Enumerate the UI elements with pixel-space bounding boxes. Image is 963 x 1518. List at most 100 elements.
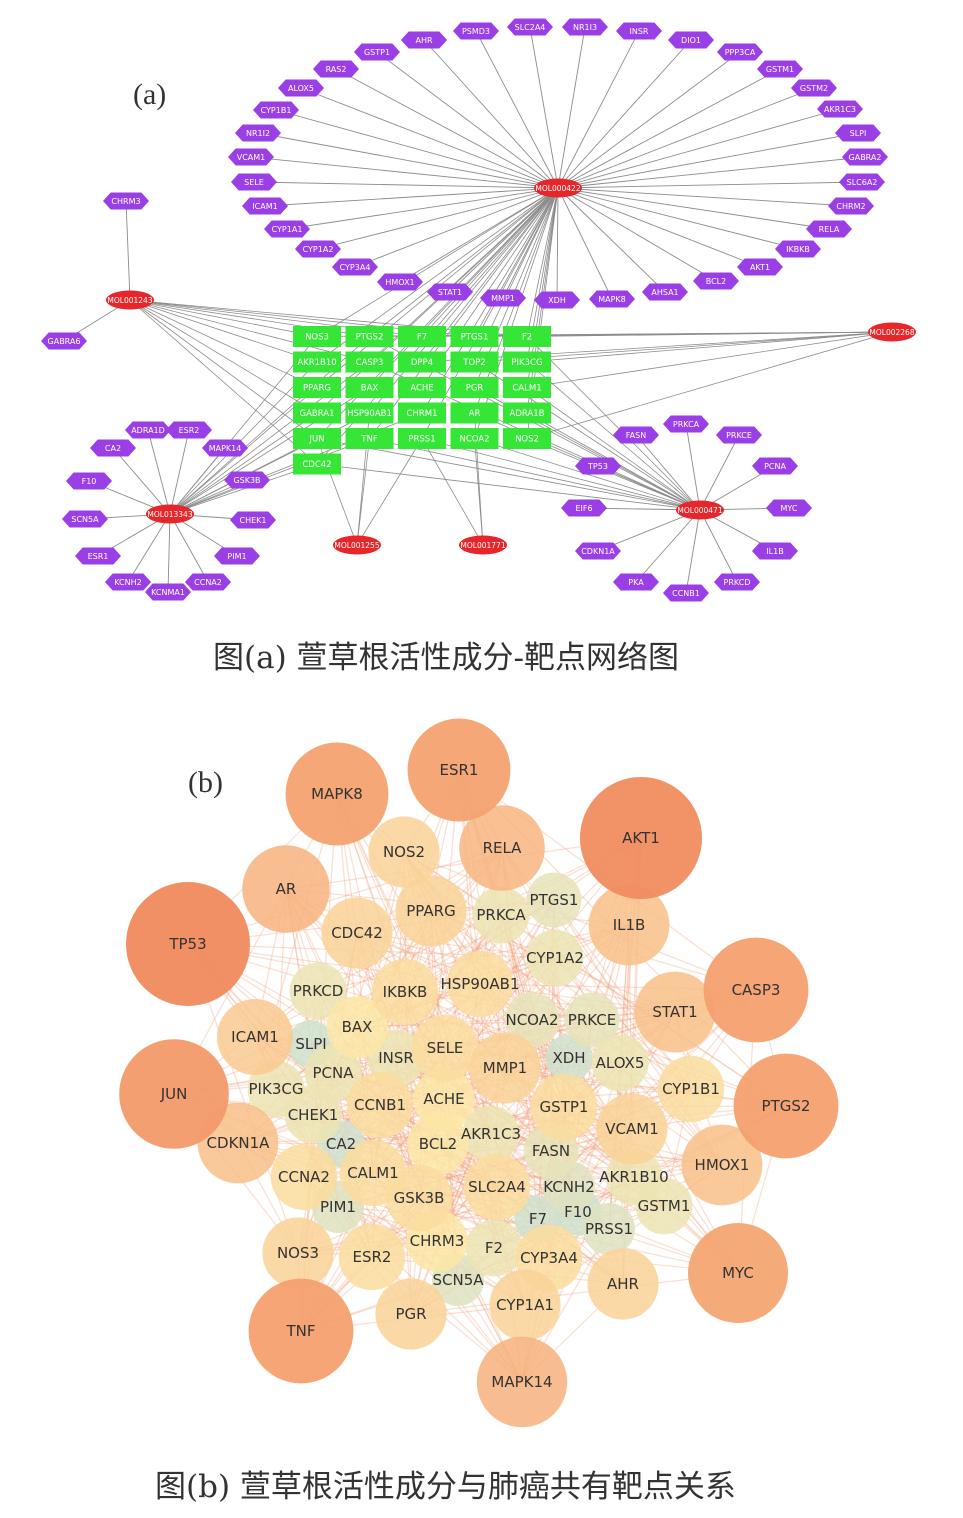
gene-node-nos3	[262, 1217, 334, 1289]
target-node-esr1: ESR1	[75, 547, 121, 565]
target-node-shape	[264, 220, 310, 238]
target-node-shape	[791, 79, 837, 97]
gene-node-circle	[703, 937, 809, 1043]
gene-node-label: PRSS1	[585, 1220, 633, 1238]
network-edge	[526, 187, 559, 337]
target-node-label: BCL2	[706, 277, 726, 286]
network-edge	[699, 509, 738, 583]
gene-node-rela	[459, 805, 545, 891]
network-edge	[317, 187, 559, 250]
panel-b-caption: 图(b) 萱草根活性成分与肺癌共有靶点关系	[155, 1469, 736, 1505]
target-node-gabra2: GABRA2	[842, 148, 888, 166]
gene-node-circle	[465, 1219, 523, 1277]
shared-target-dpp4: DPP4	[398, 351, 446, 373]
shared-target-f7: F7	[398, 326, 446, 347]
network-edge	[369, 438, 701, 511]
target-node-shape	[752, 457, 798, 475]
gene-node-bcl2	[407, 1113, 469, 1175]
shared-target-box	[450, 351, 499, 373]
target-node-mapk8: MAPK8	[589, 290, 635, 308]
gene-node-circle	[371, 958, 439, 1026]
target-node-shape	[668, 31, 714, 49]
gene-node-label: CA2	[326, 1135, 356, 1153]
target-node-shape	[103, 192, 149, 210]
gene-node-circle	[634, 971, 716, 1053]
network-edge	[557, 187, 799, 250]
target-node-pka: PKA	[613, 573, 659, 591]
shared-target-label: PRSS1	[408, 435, 435, 445]
panel-a-edges	[63, 26, 893, 594]
gene-node-label: PIK3CG	[249, 1080, 304, 1098]
target-node-fasn: FASN	[613, 426, 659, 444]
network-edge	[557, 187, 666, 293]
gene-node-circle	[284, 1086, 342, 1144]
network-edge	[169, 463, 318, 515]
target-node-label: ADRA1D	[131, 426, 165, 435]
gene-node-label: MMP1	[483, 1059, 527, 1077]
shared-target-label: PPARG	[303, 384, 331, 394]
gene-node-circle	[489, 1269, 561, 1341]
target-node-label: ESR1	[88, 552, 109, 561]
target-node-label: SLC6A2	[847, 178, 878, 187]
shared-target-box	[345, 351, 394, 373]
target-node-label: CHRM3	[111, 197, 140, 206]
target-node-mapk14: MAPK14	[202, 439, 248, 457]
shared-target-label: PGR	[466, 384, 484, 394]
gene-node-label: TNF	[285, 1322, 315, 1340]
target-node-ahsa1: AHSA1	[642, 283, 688, 301]
gene-node-label: KCNH2	[543, 1178, 595, 1196]
gene-node-label: CYP3A4	[520, 1249, 578, 1267]
network-edge	[526, 331, 893, 439]
target-node-shape	[377, 273, 423, 291]
target-node-cyp1a2: CYP1A2	[295, 240, 341, 258]
gene-node-gsk3b	[385, 1164, 453, 1232]
shared-target-box	[503, 428, 551, 449]
target-node-chrm3: CHRM3	[103, 192, 149, 210]
target-node-shape	[295, 240, 341, 258]
gene-node-ptgs1	[526, 872, 582, 928]
target-node-cyp3a4: CYP3A4	[332, 258, 378, 276]
network-edge	[410, 1272, 739, 1315]
gene-node-prkca	[472, 886, 530, 944]
gene-node-circle	[635, 1177, 693, 1235]
gene-node-circle	[242, 845, 330, 933]
gene-node-circle	[469, 1032, 541, 1104]
gene-node-label: NCOA2	[505, 1011, 558, 1029]
target-node-esr2: ESR2	[166, 421, 212, 439]
target-node-label: INSR	[630, 27, 649, 36]
gene-node-circle	[459, 805, 545, 891]
target-node-shape	[757, 60, 803, 78]
gene-node-circle	[462, 1105, 520, 1163]
target-node-label: PCNA	[764, 462, 786, 471]
gene-node-label: CDKN1A	[207, 1134, 271, 1152]
gene-node-label: HSP90AB1	[440, 975, 519, 993]
shared-target-label: PTGS1	[461, 333, 489, 343]
gene-node-label: AR	[276, 880, 297, 898]
gene-node-label: ALOX5	[596, 1054, 645, 1072]
target-node-shape	[663, 584, 709, 602]
target-node-alox5: ALOX5	[278, 79, 324, 97]
compound-node-label: MOL001255	[334, 541, 379, 550]
network-edge	[557, 156, 866, 189]
gene-node-label: BCL2	[419, 1135, 457, 1153]
shared-target-nos2: NOS2	[503, 428, 551, 449]
compound-node-mol000422: MOL000422	[534, 178, 582, 198]
gene-node-label: PGR	[395, 1305, 426, 1323]
gene-node-circle	[375, 1278, 447, 1350]
network-edge	[129, 299, 318, 337]
gene-node-mapk14	[476, 1336, 568, 1428]
target-node-label: EIF6	[575, 504, 592, 513]
target-node-label: CYP1A1	[272, 225, 303, 234]
target-node-shape	[66, 472, 112, 490]
target-node-label: PIM1	[227, 552, 246, 561]
compound-node-mol001255: MOL001255	[333, 535, 381, 555]
gene-node-circle	[385, 1164, 453, 1232]
network-edge	[379, 924, 630, 1106]
network-edge	[125, 200, 131, 301]
gene-node-circle	[368, 816, 440, 888]
gene-node-circle	[446, 950, 514, 1018]
network-edge	[557, 181, 863, 189]
gene-node-esr1	[407, 718, 511, 822]
shared-target-box	[450, 402, 499, 424]
